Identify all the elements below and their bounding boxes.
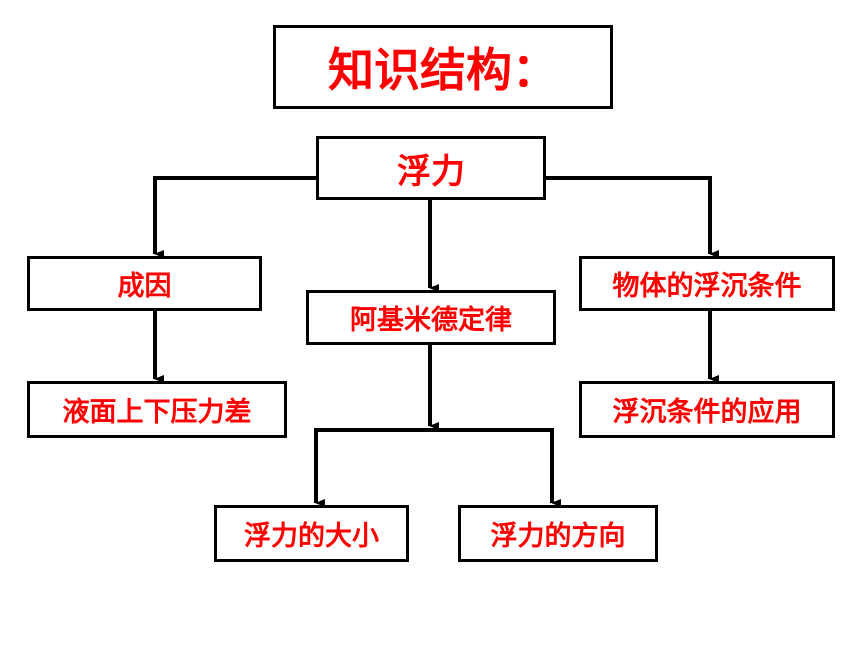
node-float-sink: 物体的浮沉条件	[579, 256, 835, 311]
node-cause-label: 成因	[117, 271, 172, 302]
arrow-root-to-cause	[153, 176, 316, 258]
page-title: 知识结构：	[273, 25, 613, 109]
node-cause: 成因	[27, 256, 262, 311]
node-buoyancy-size-label: 浮力的大小	[244, 521, 379, 552]
node-pressure-difference-label: 液面上下压力差	[62, 397, 252, 428]
node-archimedes: 阿基米德定律	[306, 290, 556, 345]
page-title-text: 知识结构：	[328, 43, 558, 97]
node-buoyancy: 浮力	[316, 136, 546, 200]
arrow-to-direction	[430, 428, 561, 507]
arrow-to-size	[314, 428, 430, 507]
node-buoyancy-size: 浮力的大小	[214, 505, 409, 562]
node-float-sink-label: 物体的浮沉条件	[612, 271, 802, 302]
node-float-sink-application-label: 浮沉条件的应用	[612, 397, 802, 428]
node-buoyancy-direction-label: 浮力的方向	[490, 521, 626, 552]
node-archimedes-label: 阿基米德定律	[350, 305, 512, 336]
node-buoyancy-label: 浮力	[397, 151, 465, 192]
arrow-root-to-float-sink	[546, 176, 719, 258]
node-float-sink-application: 浮沉条件的应用	[579, 381, 835, 438]
node-pressure-difference: 液面上下压力差	[27, 381, 287, 438]
node-buoyancy-direction: 浮力的方向	[458, 505, 658, 562]
